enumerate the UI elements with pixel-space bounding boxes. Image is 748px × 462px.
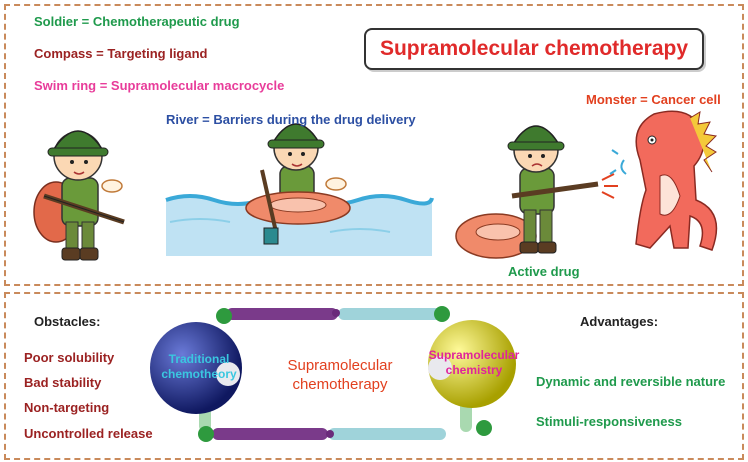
molecular-framework-illustration [150, 306, 516, 442]
center-label: Supramolecular chemotherapy [287, 357, 393, 393]
obstacle-item: Non-targeting [24, 400, 110, 415]
obstacles-heading: Obstacles: [34, 314, 101, 329]
obstacle-item: Bad stability [24, 375, 102, 390]
top-panel [4, 4, 744, 286]
left-sphere-label: Traditional chemotheory [161, 352, 237, 381]
bottom-panel [4, 292, 744, 460]
advantage-item: Dynamic and reversible nature [536, 374, 726, 389]
legend-compass: Compass = Targeting ligand [34, 46, 208, 61]
advantage-item: Stimuli-responsiveness [536, 414, 682, 429]
active-drug-label: Active drug [508, 264, 580, 279]
title-box: Supramolecular chemotherapy [364, 28, 704, 70]
soldier-in-swim-ring-illustration [245, 123, 351, 245]
legend-swim-ring: Swim ring = Supramolecular macrocycle [34, 78, 285, 93]
soldier-with-compass-illustration [33, 130, 125, 261]
cancer-cell-monster-illustration [609, 110, 718, 251]
page-title: Supramolecular chemotherapy [379, 37, 689, 60]
obstacle-item: Poor solubility [24, 350, 115, 365]
obstacle-item: Uncontrolled release [24, 426, 153, 441]
legend-monster: Monster = Cancer cell [586, 92, 721, 107]
legend-soldier: Soldier = Chemotherapeutic drug [34, 14, 240, 29]
supramolecular-chemistry-sphere [428, 320, 516, 408]
traditional-chemotherapy-sphere [150, 322, 242, 414]
advantages-heading: Advantages: [580, 314, 659, 329]
active-soldier-illustration [507, 125, 618, 254]
right-sphere-label: Supramolecular chemistry [428, 348, 520, 377]
legend-river: River = Barriers during the drug deliver… [166, 112, 416, 127]
